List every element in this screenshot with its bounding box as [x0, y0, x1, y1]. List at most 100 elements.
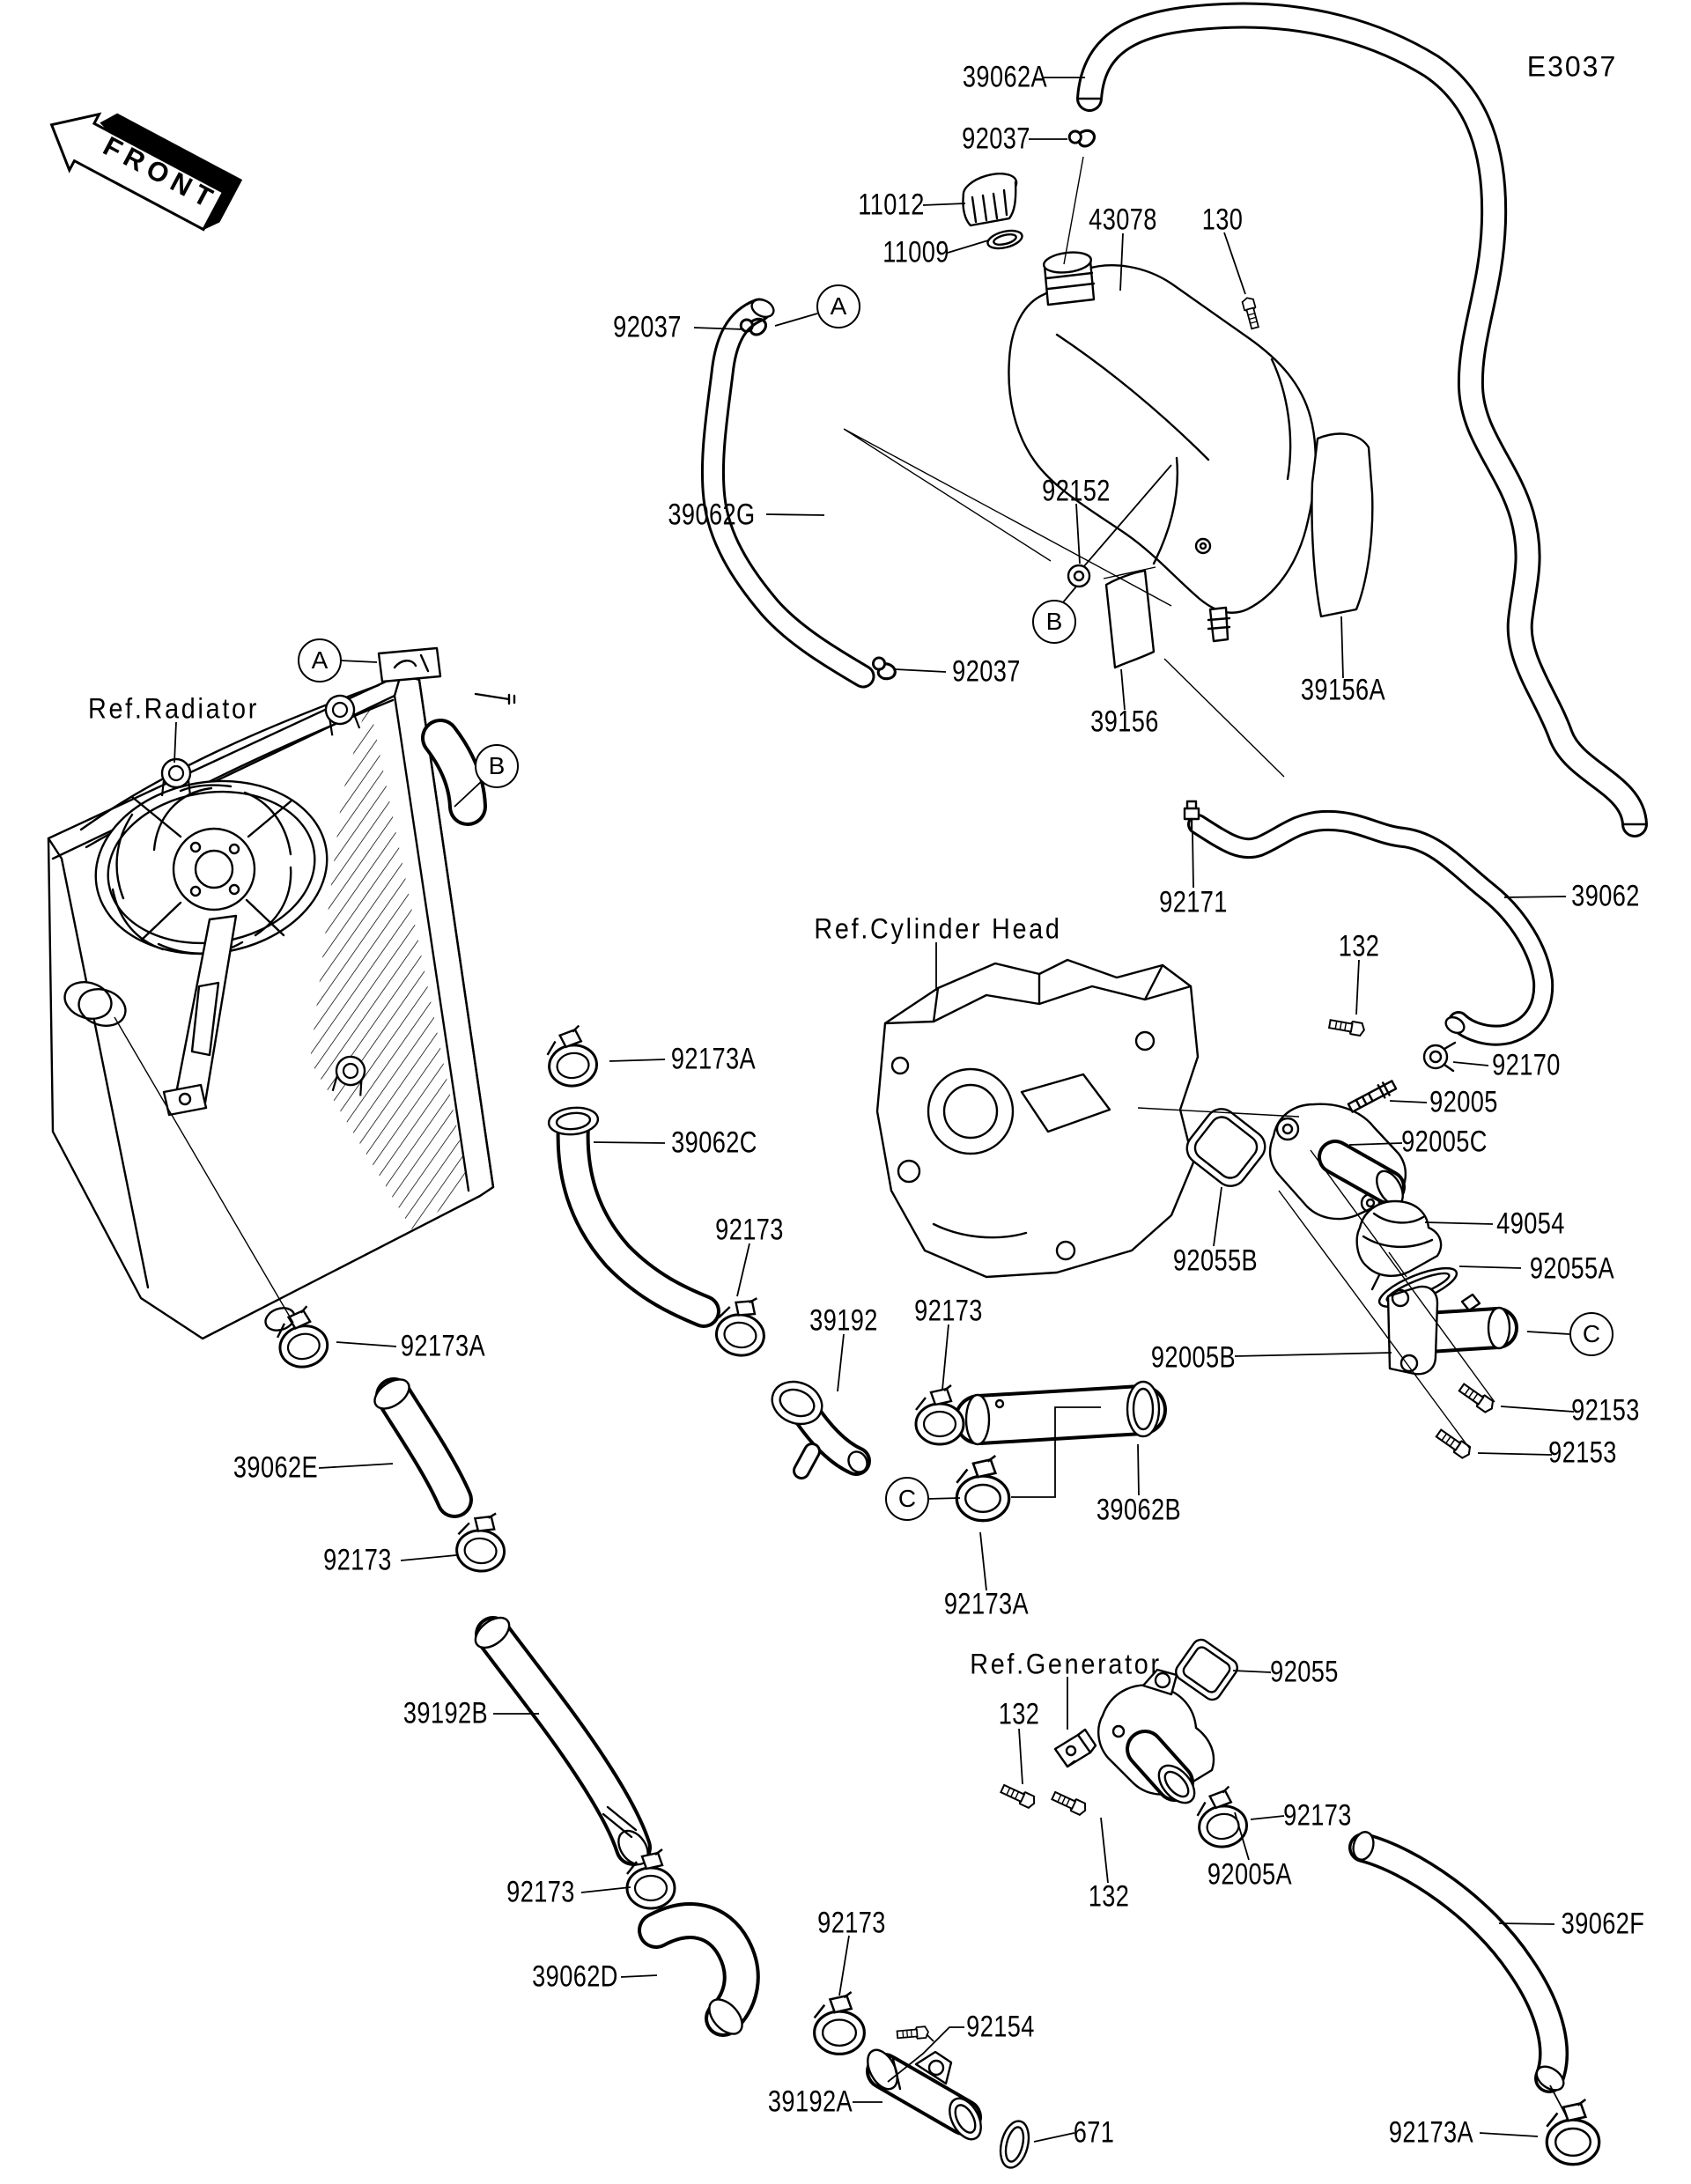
part-label-92005C: 92005C — [1401, 1125, 1488, 1159]
bolt-92154 — [896, 2025, 930, 2041]
part-label-92171: 92171 — [1159, 885, 1228, 919]
panel-39156 — [1104, 569, 1156, 669]
part-label-92173A: 92173A — [400, 1329, 486, 1363]
part-label-92055B: 92055B — [1172, 1243, 1259, 1278]
part-label-92173: 92173 — [715, 1213, 784, 1247]
cap-11012 — [962, 173, 1018, 227]
reserve-tank-43078 — [739, 129, 1374, 684]
part-label-92037: 92037 — [613, 310, 682, 344]
part-label-39062F: 39062F — [1561, 1907, 1645, 1941]
fitting-92005B — [1386, 1285, 1518, 1376]
part-label-130: 130 — [1201, 203, 1244, 237]
clamp-92173 — [713, 1292, 771, 1360]
part-label-92170: 92170 — [1492, 1048, 1561, 1082]
bolt-132 — [999, 1782, 1038, 1811]
clamp-92173A — [1545, 2098, 1601, 2166]
part-label-39192B: 39192B — [402, 1696, 489, 1730]
part-label-39062B: 39062B — [1096, 1493, 1182, 1527]
part-label-92173: 92173 — [1283, 1798, 1352, 1833]
bolt-130 — [1240, 295, 1262, 330]
thermostat-cluster — [1183, 800, 1518, 1461]
part-label-39192A: 39192A — [767, 2084, 853, 2119]
clamp-92173 — [1193, 1783, 1251, 1851]
bolt-132 — [1050, 1789, 1089, 1818]
part-label-39192: 39192 — [809, 1303, 878, 1338]
part-label-92173: 92173 — [323, 1543, 392, 1577]
part-label-92037: 92037 — [962, 122, 1030, 156]
part-label-39062G: 39062G — [668, 498, 756, 532]
generator-cluster — [896, 1638, 1238, 2169]
part-label-43078: 43078 — [1089, 203, 1157, 237]
oring-11009 — [986, 229, 1023, 250]
part-label-39156: 39156 — [1090, 705, 1159, 739]
grommet-92152 — [1067, 564, 1091, 588]
cylinder-head — [875, 958, 1200, 1279]
callout-circle-C: C — [885, 1477, 929, 1521]
clamp-92173 — [914, 1383, 965, 1446]
part-label-92173A: 92173A — [1388, 2115, 1474, 2150]
thermostat-49054 — [1355, 1199, 1443, 1277]
part-label-92173A: 92173A — [943, 1587, 1030, 1621]
part-label-132: 132 — [1088, 1879, 1130, 1914]
part-label-92005A: 92005A — [1207, 1857, 1293, 1892]
radiator-assembly — [47, 646, 516, 1340]
bolt-92153 — [1434, 1427, 1474, 1461]
ref-cylinder-head-label: Ref.Cylinder Head — [814, 912, 1062, 945]
callout-circle-B: B — [475, 744, 519, 788]
stud-92005 — [1347, 1080, 1398, 1113]
part-label-92154: 92154 — [966, 2010, 1035, 2044]
callout-circle-C: C — [1569, 1312, 1613, 1356]
part-label-92173: 92173 — [914, 1294, 983, 1328]
leader-lines — [174, 77, 1575, 2143]
callout-circle-A: A — [298, 638, 342, 682]
part-label-39062: 39062 — [1571, 879, 1640, 913]
panel-39156A — [1311, 432, 1374, 618]
clip-92171 — [1183, 800, 1200, 833]
page-code: E3037 — [1526, 50, 1618, 83]
part-label-92055: 92055 — [1270, 1655, 1339, 1689]
part-label-39062E: 39062E — [233, 1450, 319, 1485]
ref-radiator-label: Ref.Radiator — [87, 692, 260, 725]
part-label-92153: 92153 — [1571, 1393, 1640, 1428]
clamp-92173A — [543, 1022, 601, 1090]
part-label-92173: 92173 — [817, 1906, 886, 1940]
radiator-cap-bracket — [377, 646, 442, 683]
radiator-mount-drum — [63, 981, 113, 1020]
clamp-92173A — [955, 1454, 1011, 1523]
part-label-92173A: 92173A — [670, 1042, 757, 1076]
clamp-92173 — [453, 1508, 510, 1575]
part-label-92005: 92005 — [1429, 1085, 1498, 1119]
ref-generator-label: Ref.Generator — [970, 1648, 1162, 1680]
clip-92037 — [1067, 129, 1097, 148]
part-label-132: 132 — [1338, 929, 1380, 963]
part-label-49054: 49054 — [1496, 1206, 1565, 1241]
callout-circle-B: B — [1032, 600, 1076, 644]
part-label-132: 132 — [998, 1697, 1040, 1731]
part-label-39156A: 39156A — [1300, 673, 1386, 707]
bolt-92153 — [1457, 1381, 1497, 1415]
front-arrow — [49, 112, 243, 232]
part-label-92153: 92153 — [1548, 1435, 1617, 1470]
clamp-92173 — [813, 1990, 866, 2055]
part-label-92005B: 92005B — [1150, 1340, 1237, 1375]
hoses — [373, 2, 1648, 2141]
part-label-92037: 92037 — [952, 654, 1021, 689]
gasket-92055 — [1175, 1638, 1238, 1701]
radiator-core-hatch — [310, 697, 469, 1233]
oring-671 — [999, 2120, 1030, 2169]
part-label-671: 671 — [1073, 2115, 1115, 2150]
part-label-92152: 92152 — [1042, 474, 1111, 508]
part-label-39062D: 39062D — [532, 1959, 618, 1994]
part-label-92173: 92173 — [506, 1875, 575, 1909]
part-label-11012: 11012 — [858, 188, 925, 222]
part-label-39062A: 39062A — [962, 60, 1048, 94]
callout-circle-A: A — [816, 284, 860, 328]
bolt-132 — [1327, 1016, 1367, 1037]
part-label-11009: 11009 — [882, 235, 949, 269]
fan-hub — [172, 827, 256, 911]
part-label-92055A: 92055A — [1529, 1251, 1615, 1286]
assembly-lines — [114, 156, 1495, 1449]
nut-92170 — [1422, 1041, 1457, 1073]
